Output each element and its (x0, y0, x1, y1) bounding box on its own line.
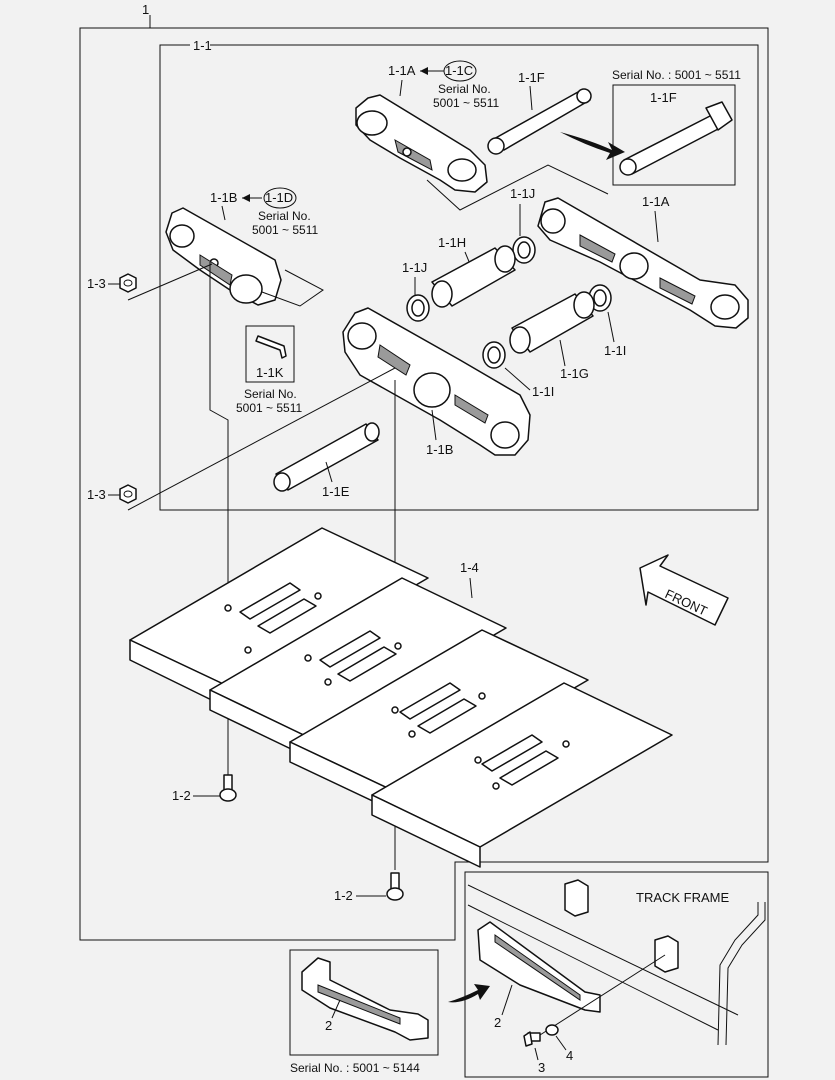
track-frame-detail-frame (464, 871, 769, 1078)
link-1-1b-center (342, 307, 531, 456)
part-1-1k (255, 335, 287, 359)
guard-variant-frame (289, 949, 439, 1056)
label-1-3-b: 1-3 (87, 487, 106, 502)
callout-arrow (560, 132, 625, 160)
serial-1-1c-line1: Serial No. (438, 82, 491, 96)
label-1-3-a: 1-3 (87, 276, 106, 291)
bushing-1-1g (509, 291, 595, 354)
label-1-2-b: 1-2 (334, 888, 353, 903)
bolt-1-2-a (219, 774, 237, 802)
label-1-1b-b: 1-1B (426, 442, 453, 457)
label-2-a: 2 (325, 1018, 332, 1033)
pin-1-1e (273, 422, 380, 492)
link-1-1a-top (355, 94, 488, 193)
label-1-1h: 1-1H (438, 235, 466, 250)
label-1-1i-b: 1-1I (532, 384, 554, 399)
front-direction-arrow: FRONT (639, 554, 729, 626)
label-1: 1 (142, 2, 149, 17)
pin-1-1f-headed (619, 101, 733, 176)
serial-1-1f: Serial No. : 5001 ~ 5511 (612, 68, 741, 82)
pin-1-1f-variant-frame (612, 84, 736, 186)
assembly-1-frame (79, 27, 769, 941)
label-1-1a: 1-1A (388, 63, 416, 78)
label-1-1j-a: 1-1J (510, 186, 535, 201)
label-1-1g: 1-1G (560, 366, 589, 381)
track-frame (467, 879, 766, 1046)
bushing-1-1h (431, 245, 516, 308)
seal-1-1i-left (482, 341, 506, 369)
label-2-b: 2 (494, 1015, 501, 1030)
label-1-4: 1-4 (460, 560, 479, 575)
label-1-1f-b: 1-1F (650, 90, 677, 105)
guard-2-mounted (477, 921, 601, 1013)
track-shoes-1-4 (129, 527, 673, 868)
label-1-1f-a: 1-1F (518, 70, 545, 85)
serial-1-1k-line1: Serial No. (244, 387, 297, 401)
link-1-1b-left (165, 207, 282, 306)
serial-guard: Serial No. : 5001 ~ 5144 (290, 1061, 420, 1075)
pin-1-1f (487, 88, 592, 155)
label-4: 4 (566, 1048, 573, 1063)
bolt-3 (523, 1031, 541, 1047)
label-1-1k: 1-1K (256, 365, 284, 380)
label-1-1e: 1-1E (322, 484, 350, 499)
assembly-1-1-frame (159, 44, 759, 511)
seal-1-1j-upper (512, 236, 536, 264)
washer-4 (545, 1024, 559, 1036)
label-1-1d: 1-1D (265, 190, 293, 205)
track-frame-label: TRACK FRAME (636, 890, 730, 905)
label-1-1i-a: 1-1I (604, 343, 626, 358)
label-1-1j-b: 1-1J (402, 260, 427, 275)
serial-1-1d-line2: 5001 ~ 5511 (252, 223, 319, 237)
guard-2-variant (301, 957, 429, 1041)
serial-1-1k-line2: 5001 ~ 5511 (236, 401, 303, 415)
bolt-1-2-b (386, 872, 404, 901)
label-3: 3 (538, 1060, 545, 1075)
callout-arrow-guard (448, 984, 490, 1003)
serial-1-1d-line1: Serial No. (258, 209, 311, 223)
label-1-2-a: 1-2 (172, 788, 191, 803)
serial-1-1c-line2: 5001 ~ 5511 (433, 96, 500, 110)
seal-1-1j-lower (406, 294, 430, 322)
label-1-1: 1-1 (193, 38, 212, 53)
label-1-1a-b: 1-1A (642, 194, 670, 209)
part-1-1k-frame (245, 325, 295, 383)
label-1-1b-a: 1-1B (210, 190, 237, 205)
link-1-1a-right (537, 197, 749, 329)
label-1-1c: 1-1C (445, 63, 473, 78)
